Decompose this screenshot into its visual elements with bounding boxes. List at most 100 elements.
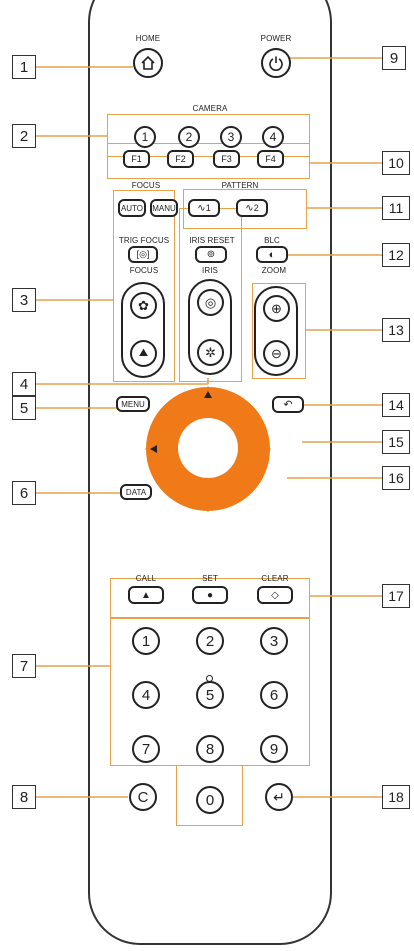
iris-reset-icon: ⊚ — [206, 249, 216, 260]
callout-1: 1 — [12, 55, 36, 79]
focus-mode-label: FOCUS — [131, 181, 161, 190]
zoom-out-button[interactable]: ⊖ — [263, 340, 290, 367]
numpad-group-box — [110, 618, 310, 766]
iris-reset-button[interactable]: ⊚ — [195, 246, 227, 263]
callout-7: 7 — [12, 654, 36, 678]
flower-icon: ✿ — [138, 297, 149, 313]
zoom-group-box — [252, 283, 306, 379]
callout-3: 3 — [12, 288, 36, 312]
callout-8: 8 — [12, 785, 36, 809]
focus-far-button[interactable]: ⛰ — [130, 340, 157, 367]
numpad-bottom-box — [176, 766, 243, 826]
num-1-button[interactable]: 1 — [132, 627, 160, 655]
enter-center-button[interactable] — [178, 418, 238, 478]
callout-11: 11 — [382, 196, 410, 220]
focus-auto-button[interactable]: AUTO — [118, 199, 146, 217]
triangle-icon: ▲ — [141, 589, 151, 601]
f2-button[interactable]: F2 — [167, 150, 194, 168]
callout-13: 13 — [382, 318, 410, 342]
camera-label: CAMERA — [192, 104, 228, 113]
aperture-close-icon: ✲ — [205, 344, 216, 360]
set-label: SET — [202, 574, 218, 583]
pattern-2-button[interactable]: ∿2 — [236, 199, 268, 217]
num-2-button[interactable]: 2 — [196, 627, 224, 655]
left-arrow-icon[interactable] — [150, 445, 157, 453]
preset-group-box — [110, 578, 310, 618]
num-8-button[interactable]: 8 — [196, 735, 224, 763]
iris-close-button[interactable]: ✲ — [197, 339, 224, 366]
clear-c-button[interactable]: C — [129, 783, 157, 811]
call-label: CALL — [135, 574, 157, 583]
pattern-label: PATTERN — [221, 181, 259, 190]
clear-label: CLEAR — [261, 574, 289, 583]
back-button[interactable]: ↶ — [272, 396, 304, 413]
callout-15: 15 — [382, 430, 410, 454]
diamond-icon: ◇ — [271, 589, 279, 601]
set-button[interactable]: ● — [192, 586, 228, 604]
f4-button[interactable]: F4 — [257, 150, 284, 168]
up-arrow-icon[interactable] — [204, 391, 212, 398]
num-5-button[interactable]: 5 — [196, 681, 224, 709]
callout-6: 6 — [12, 481, 36, 505]
enter-return-icon: ↵ — [273, 788, 285, 805]
blc-button[interactable]: ◐ — [256, 246, 288, 263]
focus-label: FOCUS — [129, 266, 159, 275]
pattern-group-box — [183, 189, 307, 229]
wave-icon: ∿ — [197, 202, 206, 214]
num-3-button[interactable]: 3 — [260, 627, 288, 655]
focus-manual-button[interactable]: MANU — [150, 199, 178, 217]
focus-group-box — [113, 190, 175, 382]
f3-button[interactable]: F3 — [213, 150, 240, 168]
pattern-1-button[interactable]: ∿1 — [188, 199, 220, 217]
trig-focus-icon: [◎] — [136, 249, 150, 259]
zoom-label: ZOOM — [261, 266, 287, 275]
data-button[interactable]: DATA — [120, 484, 152, 500]
power-button[interactable] — [261, 48, 291, 78]
iris-reset-label: IRIS RESET — [189, 236, 235, 245]
mountain-icon: ⛰ — [138, 347, 149, 359]
callout-9: 9 — [382, 46, 406, 70]
zoom-in-button[interactable]: ⊕ — [263, 295, 290, 322]
iris-label: IRIS — [202, 266, 218, 275]
home-icon — [141, 55, 155, 70]
callout-17: 17 — [382, 584, 410, 608]
focus-near-button[interactable]: ✿ — [130, 292, 157, 319]
menu-button[interactable]: MENU — [116, 396, 150, 412]
callout-5: 5 — [12, 396, 36, 420]
callout-12: 12 — [382, 243, 410, 267]
callout-14: 14 — [382, 393, 410, 417]
home-button[interactable] — [133, 48, 163, 78]
return-icon: ↶ — [283, 399, 293, 411]
enter-button[interactable]: ↵ — [265, 783, 293, 811]
function-keys-box — [107, 143, 310, 179]
pattern-2-label: 2 — [253, 203, 259, 213]
f1-button[interactable]: F1 — [123, 150, 150, 168]
num-4-button[interactable]: 4 — [132, 681, 160, 709]
clear-preset-button[interactable]: ◇ — [257, 586, 293, 604]
dot-icon: ● — [206, 589, 214, 601]
tactile-dot-icon — [206, 675, 213, 682]
call-button[interactable]: ▲ — [128, 586, 164, 604]
camera-1-button[interactable]: 1 — [134, 126, 156, 148]
blc-label: BLC — [264, 236, 280, 245]
zoom-out-icon: ⊖ — [271, 345, 282, 361]
wave-icon: ∿ — [245, 202, 254, 214]
trig-focus-label: TRIG FOCUS — [118, 236, 170, 245]
callout-10: 10 — [382, 151, 410, 175]
zoom-in-icon: ⊕ — [271, 300, 282, 316]
callout-18: 18 — [382, 785, 410, 809]
num-6-button[interactable]: 6 — [260, 681, 288, 709]
num-7-button[interactable]: 7 — [132, 735, 160, 763]
iris-open-button[interactable]: ◎ — [197, 289, 224, 316]
camera-group-box — [107, 114, 310, 157]
pattern-1-label: 1 — [205, 203, 211, 213]
camera-4-button[interactable]: 4 — [262, 126, 284, 148]
aperture-open-icon: ◎ — [204, 294, 217, 310]
callout-2: 2 — [12, 124, 36, 148]
num-0-button[interactable]: 0 — [196, 786, 224, 814]
camera-3-button[interactable]: 3 — [220, 126, 242, 148]
num-9-button[interactable]: 9 — [260, 735, 288, 763]
camera-2-button[interactable]: 2 — [178, 126, 200, 148]
trig-focus-button[interactable]: [◎] — [128, 246, 158, 263]
